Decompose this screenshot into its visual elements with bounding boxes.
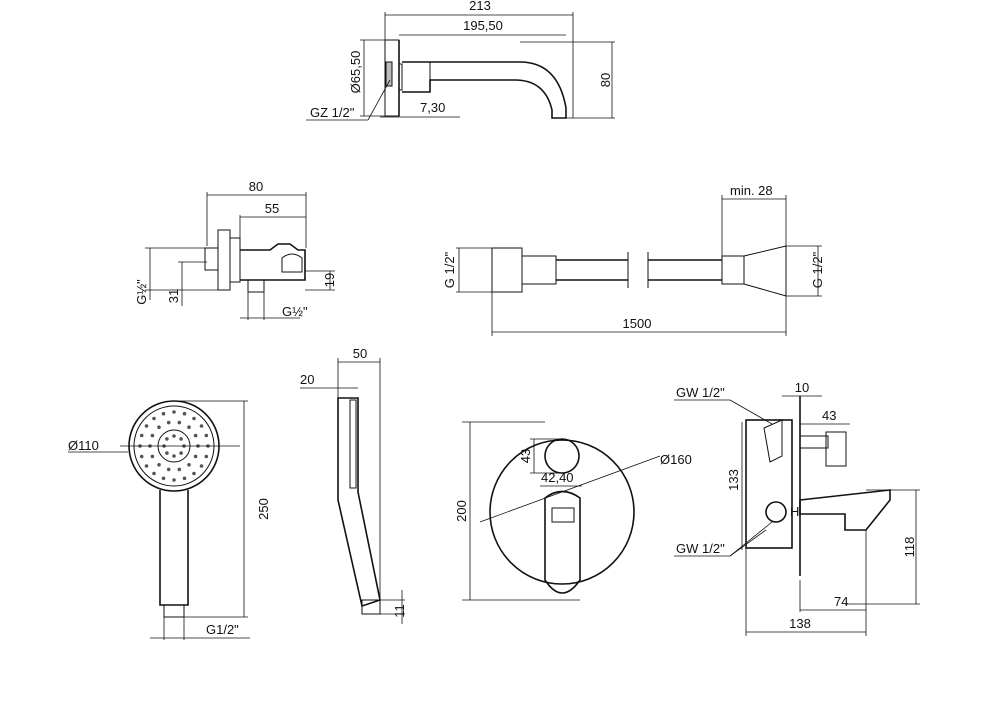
spout-dim-rosette: Ø65,50: [348, 51, 363, 94]
spout-dim-height: 80: [598, 73, 613, 87]
nozzle-dot: [172, 434, 176, 438]
nozzle-dot: [192, 416, 196, 421]
nozzle-dot: [177, 420, 182, 425]
nozzle-dot: [157, 425, 161, 430]
nozzle-dot: [192, 471, 196, 476]
nozzle-dot: [182, 411, 187, 416]
mixer-front-drawing: 200 Ø160 43 42,40: [454, 421, 692, 601]
mixer-hot-mark: H: [790, 504, 799, 519]
outlet-dim-31: 31: [166, 289, 181, 303]
hose-dim-min: min. 28: [730, 183, 773, 198]
mixer-dim-height: 200: [454, 500, 469, 522]
nozzle-dot: [177, 467, 182, 472]
hand-shower-front-drawing: Ø110 250 G1/2": [68, 400, 271, 640]
nozzle-dot: [144, 424, 149, 428]
hose-thread-left: G 1/2": [442, 251, 457, 288]
shower-dim-head: Ø110: [68, 438, 99, 453]
mixer-dim-118: 118: [902, 537, 917, 558]
outlet-thread-bottom: G½": [282, 304, 308, 319]
nozzle-dot: [172, 478, 176, 482]
nozzle-dot: [166, 467, 171, 472]
spout-dim-length: 195,50: [463, 18, 503, 33]
spout-dim-offset: 7,30: [420, 100, 445, 115]
nozzle-dot: [139, 433, 144, 438]
hose-drawing: G 1/2" G 1/2" min. 28 1500: [442, 183, 825, 336]
nozzle-dot: [157, 463, 161, 467]
hand-shower-side-drawing: 50 20 11: [300, 346, 407, 624]
nozzle-dot: [172, 410, 176, 414]
mixer-side-drawing: H GW 1/2" 10 43 133 GW 1/2" 118 74 138: [674, 380, 920, 636]
nozzle-dot: [172, 454, 176, 458]
shower-thread: G1/2": [206, 622, 239, 637]
mixer-dim-133: 133: [726, 469, 741, 491]
spout-dim-total: 213: [469, 0, 491, 13]
outlet-dim-inner: 55: [265, 201, 279, 216]
side-dim-tip: 11: [392, 604, 407, 618]
wall-outlet-drawing: 80 55 G½" 31 19 G½": [134, 179, 337, 320]
nozzle-dot: [161, 411, 166, 416]
mixer-dim-top: 10: [795, 380, 809, 395]
nozzle-dot: [144, 464, 149, 468]
side-dim-width: 50: [353, 346, 367, 361]
mixer-dim-knob: 43: [518, 449, 533, 463]
nozzle-dot: [165, 437, 169, 441]
mixer-dim-knob-side: 43: [822, 408, 836, 423]
shower-dim-length: 250: [256, 498, 271, 520]
nozzle-dot: [150, 454, 155, 459]
mixer-thread-bottom: GW 1/2": [676, 541, 725, 556]
spout-thread-label: GZ 1/2": [310, 105, 355, 120]
nozzle-dot: [193, 433, 198, 438]
nozzle-dot: [199, 464, 204, 468]
hose-dim-length: 1500: [623, 316, 652, 331]
mixer-dim-138: 138: [789, 616, 811, 631]
nozzle-dot: [199, 424, 204, 428]
mixer-thread-top: GW 1/2": [676, 385, 725, 400]
nozzle-dot: [187, 425, 191, 430]
mixer-dim-74: 74: [834, 594, 848, 609]
mixer-dim-offset: 42,40: [541, 470, 574, 485]
nozzle-dot: [193, 454, 198, 459]
nozzle-dot: [150, 433, 155, 438]
nozzle-dot: [187, 463, 191, 467]
outlet-dim-width: 80: [249, 179, 263, 194]
nozzle-dot: [152, 416, 156, 421]
nozzle-dot: [166, 420, 171, 425]
nozzle-dot: [139, 454, 144, 459]
nozzle-dot: [204, 433, 209, 438]
mixer-dim-plate: Ø160: [660, 452, 692, 467]
nozzle-dot: [165, 451, 169, 455]
spout-drawing: 213 195,50 80 Ø65,50 7,30 GZ 1/2": [306, 0, 615, 121]
outlet-dim-19: 19: [322, 273, 337, 287]
hose-thread-right: G 1/2": [810, 251, 825, 288]
nozzle-dot: [179, 451, 183, 455]
outlet-thread-left: G½": [134, 279, 149, 305]
nozzle-dot: [152, 471, 156, 476]
nozzle-dot: [179, 437, 183, 441]
nozzle-dot: [204, 454, 209, 459]
nozzle-dot: [161, 476, 166, 481]
side-dim-front: 20: [300, 372, 314, 387]
nozzle-pattern: [138, 410, 210, 482]
nozzle-dot: [182, 476, 187, 481]
